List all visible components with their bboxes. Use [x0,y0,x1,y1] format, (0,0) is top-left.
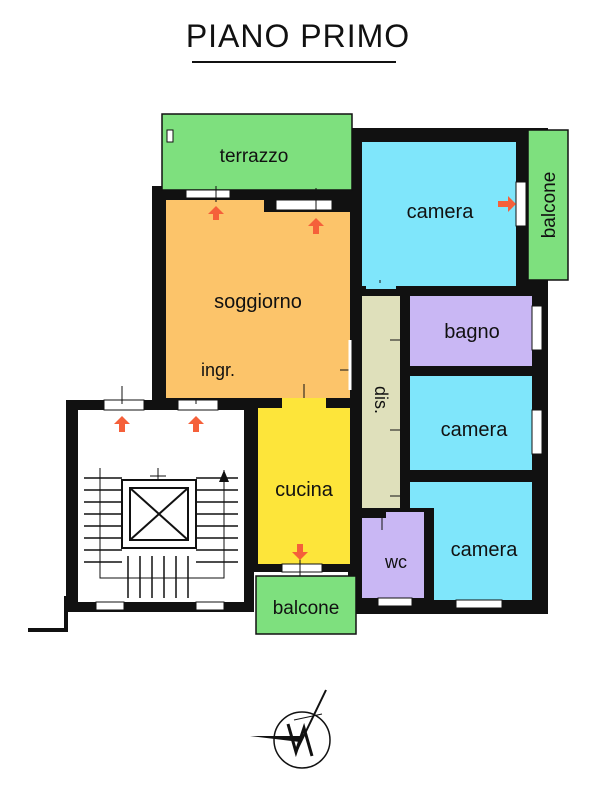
page-title: PIANO PRIMO [185,18,411,54]
arrow-up-icon [308,218,324,234]
arrow-down-icon [292,544,308,560]
title-underline [192,61,396,63]
elevator-icon [121,468,197,549]
label-camera-bottom: camera [451,539,519,561]
label-soggiorno: soggiorno [214,291,302,313]
label-bagno: bagno [444,321,500,343]
stairwell [78,386,244,611]
room-bagno: bagno [410,296,543,366]
room-balcone-bottom: balcone [255,575,357,635]
room-wc: wc [362,508,424,607]
room-soggiorno: soggiorno ingr. [166,186,374,420]
room-cucina: cucina [258,398,350,580]
arrow-up-icon [188,416,204,432]
arrow-up-icon [208,206,224,220]
label-cucina: cucina [275,479,334,501]
room-camera-mid: camera [410,376,543,470]
label-wc: wc [384,552,407,572]
label-ingresso: ingr. [201,360,235,380]
label-balcone-bottom: balcone [273,598,340,619]
label-camera-mid: camera [441,419,509,441]
entry-arrows [114,196,516,560]
room-balcone-right: balcone [527,129,569,281]
stair-direction-icon [219,470,229,482]
room-terrazzo: terrazzo [161,113,353,191]
north-compass-icon [250,689,331,769]
label-terrazzo: terrazzo [220,146,289,167]
label-camera-top: camera [407,201,475,223]
label-disimpegno: dis. [371,386,391,414]
room-camera-top: camera [362,142,527,304]
arrow-up-icon [114,416,130,432]
label-balcone-right: balcone [539,172,560,239]
arrow-right-icon [498,196,516,212]
room-disimpegno: dis. [362,296,418,508]
room-camera-bottom: camera [410,482,532,609]
